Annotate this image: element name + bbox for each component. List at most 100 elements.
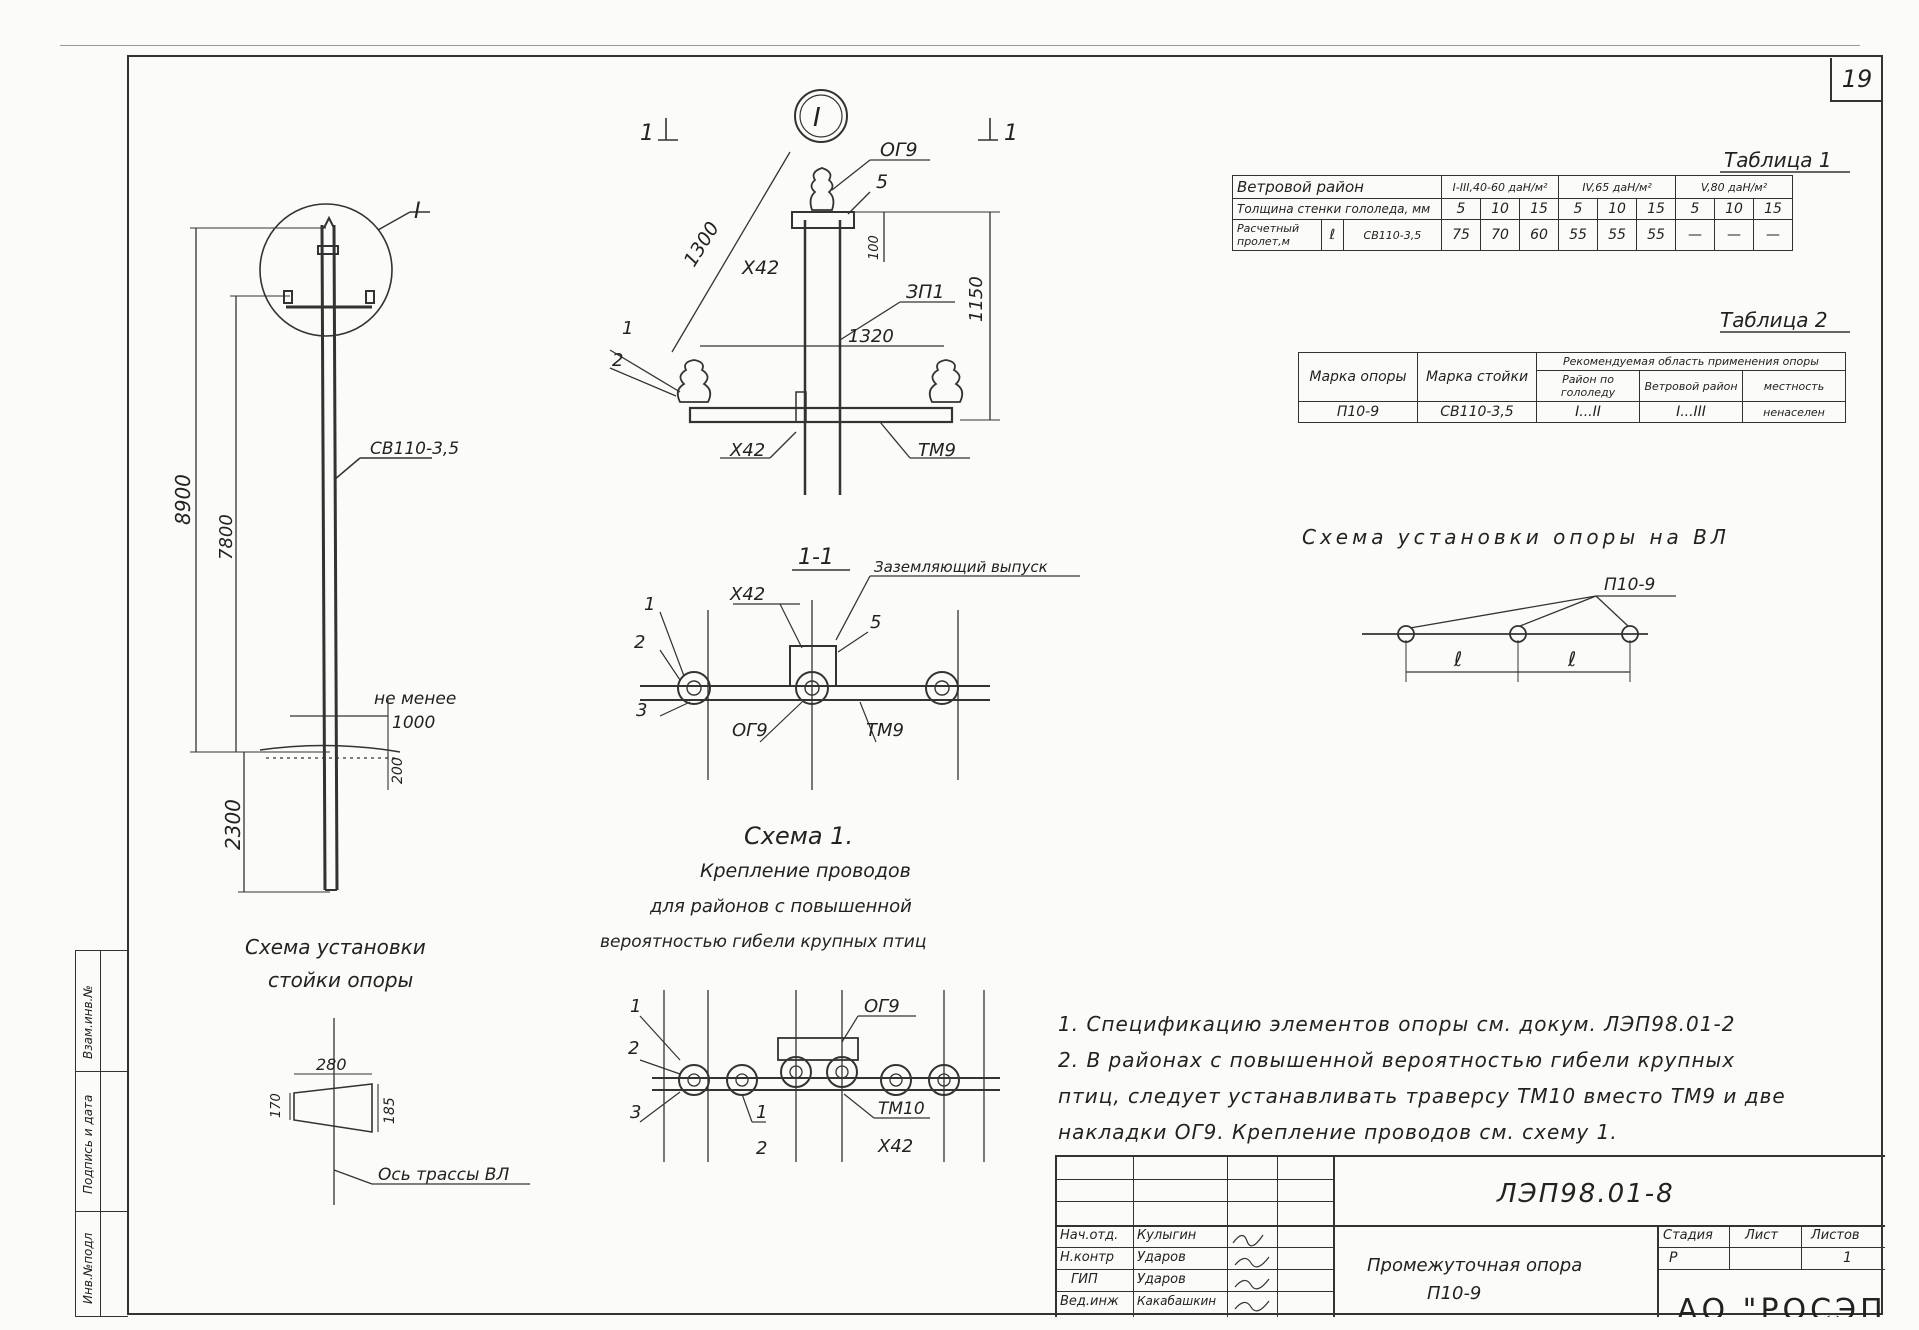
sch1-n2-leader (639, 1059, 681, 1075)
tb-grid-h3 (1057, 1225, 1885, 1227)
side-divider-3 (76, 1211, 128, 1212)
t2-h-mark: Марка опоры (1298, 352, 1418, 402)
p109-leader-2 (1519, 595, 1597, 627)
tb-org: АО "РОСЭП" (1677, 1293, 1883, 1317)
tm9-leader (879, 421, 911, 459)
ground-outlet-leader (835, 575, 871, 641)
s11-x42-leader (779, 603, 803, 649)
t1-h-wind: Ветровой район (1232, 175, 1442, 199)
t1-span-7: — (1714, 219, 1754, 251)
tb-grid-v1 (1133, 1157, 1134, 1317)
s11-ogz-label: ОГ9 (732, 720, 768, 741)
span-l-2: ℓ (1567, 647, 1576, 671)
scheme1-line3: вероятностью гибели крупных птиц (600, 932, 927, 952)
sch1-ins-5 (880, 1064, 912, 1096)
dim-1150: 1150 (966, 276, 987, 322)
s11-pole-clamp (789, 645, 837, 687)
t1-h-zone4: IV,65 даН/м² (1558, 175, 1676, 199)
tb-role-2: ГИП (1071, 1272, 1098, 1287)
sch1-ins-1-inner (687, 1073, 701, 1087)
s11-ogz-leader (759, 701, 803, 743)
section-label-left: 1 (640, 121, 654, 146)
tb-role-0: Нач.отд. (1060, 1228, 1119, 1243)
tb-title-1: Промежуточная опора (1367, 1255, 1583, 1276)
tb-right-v1 (1657, 1225, 1659, 1317)
signature-3 (1234, 1300, 1270, 1312)
span-l-1: ℓ (1453, 647, 1462, 671)
dim-8900: 8900 (171, 474, 195, 525)
t2-stand: СВ110-3,5 (1417, 401, 1537, 423)
pole-right-edge (332, 224, 339, 891)
t1-span-label: Расчетный пролет,м (1232, 219, 1322, 251)
tb-doc-code: ЛЭП98.01-8 (1497, 1179, 1675, 1209)
t1-span-5: 55 (1636, 219, 1676, 251)
ogz-label: ОГ9 (880, 139, 918, 161)
t1-span-pole: СВ110-3,5 (1342, 219, 1443, 251)
axis-leader (333, 1169, 373, 1185)
insulator-left (283, 290, 293, 304)
side-divider-1 (100, 951, 101, 1316)
t1-ice-0: 5 (1441, 198, 1481, 220)
tb-stage-h: Стадия (1663, 1228, 1713, 1243)
pole-clamp (317, 245, 339, 255)
s11-ins-left (677, 671, 711, 705)
s11-n3-label: 3 (636, 700, 647, 721)
top-insulator (809, 167, 835, 211)
s11-x42-label: Х42 (729, 584, 765, 605)
tb-sheet-h: Лист (1745, 1228, 1778, 1243)
scheme1-line1: Крепление проводов (700, 860, 911, 882)
t2-wind: I...III (1639, 401, 1743, 423)
t1-span-8: — (1753, 219, 1793, 251)
tb-role-1: Н.контр (1060, 1250, 1115, 1265)
tb-stage: Р (1669, 1250, 1678, 1266)
t1-ice-3: 5 (1558, 198, 1598, 220)
p109-leader-1 (1409, 595, 1597, 629)
tb-title-2: П10-9 (1427, 1283, 1482, 1304)
section-trapezoid (293, 1083, 373, 1133)
t2-mark: П10-9 (1298, 401, 1418, 423)
s11-n5-label: 5 (870, 612, 881, 633)
table-2: Марка опоры Марка стойки Рекомендуемая о… (1298, 352, 1846, 423)
tb-grid-v4 (1333, 1157, 1335, 1317)
tb-grid-v2 (1227, 1157, 1228, 1317)
dim-2300: 2300 (221, 799, 245, 850)
t1-ice-6: 5 (1675, 198, 1715, 220)
t2-h-stand: Марка стойки (1417, 352, 1537, 402)
sch1-tm10-label: ТМ10 (878, 1099, 925, 1119)
signature-1 (1234, 1256, 1270, 1268)
s11-tm9-label: ТМ9 (866, 720, 904, 741)
scheme1-title: Схема 1. (744, 822, 854, 850)
note-4: накладки ОГ9. Крепление проводов см. схе… (1058, 1120, 1618, 1144)
t1-span-symbol: ℓ (1321, 219, 1344, 251)
sch1-n2b-label: 2 (756, 1138, 767, 1159)
tb-grid-h6 (1057, 1291, 1333, 1292)
t2-h-ice: Район по гололеду (1536, 370, 1640, 402)
sch1-clamp (777, 1037, 859, 1061)
s11-tm9-leader (859, 701, 877, 743)
top-edge-line (60, 45, 1860, 46)
t2-h-area: Рекомендуемая область применения опоры (1536, 352, 1846, 371)
table1-title: Таблица 1 (1724, 148, 1832, 172)
ground-line (259, 744, 401, 753)
dim-185: 185 (382, 1097, 398, 1124)
sch1-n1b-label: 1 (756, 1102, 767, 1123)
t1-ice-4: 10 (1597, 198, 1637, 220)
t2-terrain: ненаселен (1742, 401, 1846, 423)
s11-ins-left-inner (686, 680, 702, 696)
n1-label: 1 (622, 318, 633, 339)
scheme1-line2: для районов с повышенной (650, 896, 912, 917)
tb-role-3: Вед.инж (1060, 1294, 1119, 1309)
s11-ins-right-inner (934, 680, 950, 696)
x42-label: Х42 (729, 440, 765, 461)
t2-h-terrain: местность (1742, 370, 1846, 402)
t1-span-2: 60 (1519, 219, 1559, 251)
title-block: Нач.отд. Н.контр ГИП Вед.инж Кулыгин Уда… (1055, 1155, 1885, 1317)
pole-left-edge (320, 224, 327, 891)
caption-pole-1: Схема установки (245, 935, 426, 959)
t1-span-6: — (1675, 219, 1715, 251)
not-less-label: не менее (374, 689, 456, 709)
pole-type-leader (333, 457, 361, 481)
callout-label: I (414, 199, 421, 224)
zp1-label: ЗП1 (906, 281, 945, 303)
node-label: I (813, 103, 821, 133)
